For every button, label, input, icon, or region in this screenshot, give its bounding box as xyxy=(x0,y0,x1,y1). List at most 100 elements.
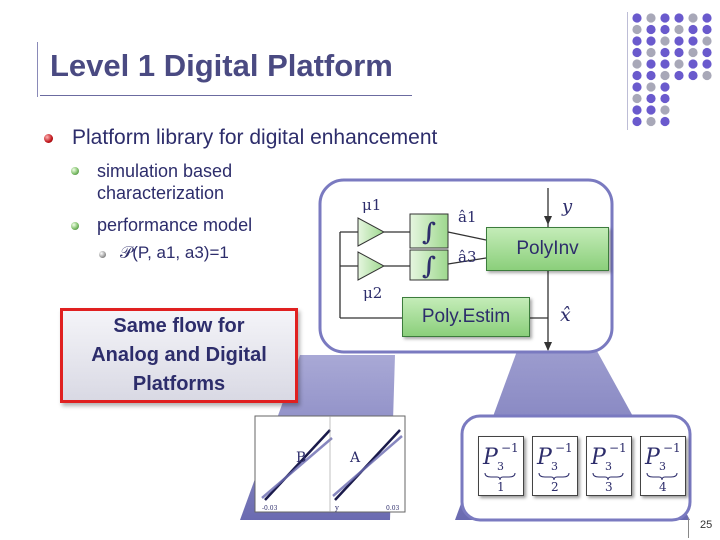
bullet-platform-library: Platform library for digital enhancement xyxy=(72,126,438,149)
callout-line-3: Platforms xyxy=(132,373,226,395)
p-inverse-block-2: P −1 3 2 xyxy=(532,436,578,496)
label-a3-hat: â3 xyxy=(458,248,477,266)
integrator-symbol-a1: ∫ xyxy=(422,217,436,246)
label-y: y xyxy=(561,196,573,217)
decorative-dot xyxy=(632,59,642,69)
integrator-a1 xyxy=(409,213,449,249)
decorative-dot xyxy=(688,70,698,81)
arrow-y-icon xyxy=(544,216,552,225)
decorative-dot xyxy=(646,47,656,58)
decorative-dot xyxy=(632,24,642,35)
decorative-dot xyxy=(674,36,684,46)
p-block-1-exponent: −1 xyxy=(501,441,519,455)
integrator-a3 xyxy=(409,249,449,281)
title-left-rule xyxy=(37,42,38,97)
decorative-dot xyxy=(632,47,642,58)
decorative-dot xyxy=(660,47,670,58)
p-inverse-block-1: P −1 3 1 xyxy=(478,436,524,496)
decorative-dot xyxy=(632,105,642,115)
decorative-dot xyxy=(632,116,642,127)
bullet-green-icon xyxy=(71,222,79,230)
decorative-dot xyxy=(646,93,656,104)
decorative-dot xyxy=(646,59,656,69)
p-block-1-subscript: 3 xyxy=(497,460,504,473)
decorative-dot-grid xyxy=(632,13,712,127)
p-block-4-index: 4 xyxy=(659,480,667,494)
p-block-3-exponent: −1 xyxy=(609,441,627,455)
arrow-x-hat-icon xyxy=(544,342,552,351)
decorative-dot xyxy=(646,82,656,92)
svg-text:P: P xyxy=(644,445,661,470)
p-block-4-exponent: −1 xyxy=(663,441,681,455)
decorative-dot xyxy=(702,59,712,69)
label-mu2: μ2 xyxy=(363,284,382,302)
bullet-model-equation: 𝒫(P, a1, a3)=1 xyxy=(120,243,229,262)
decorative-dot xyxy=(660,36,670,46)
decorative-dot xyxy=(702,36,712,46)
plot-label-a: A xyxy=(349,450,361,466)
plot-label-b: B xyxy=(296,450,306,466)
decorative-dot xyxy=(646,70,656,81)
decorative-dot xyxy=(688,47,698,58)
p-block-2-exponent: −1 xyxy=(555,441,573,455)
p-block-2-subscript: 3 xyxy=(551,460,558,473)
decorative-dot xyxy=(660,59,670,69)
decorative-dot xyxy=(674,70,684,81)
decorative-dot xyxy=(632,82,642,92)
p-block-3-index: 3 xyxy=(605,480,613,494)
bullet-red-icon xyxy=(44,134,53,143)
decorative-dot xyxy=(674,13,684,23)
page-number: 25 xyxy=(700,519,713,531)
decorative-dot xyxy=(674,59,684,69)
svg-text:P: P xyxy=(482,445,499,470)
decorative-dot xyxy=(632,13,642,23)
bullet-gray-icon xyxy=(99,251,106,258)
decorative-dot xyxy=(646,36,656,46)
decorative-vertical-rule xyxy=(627,12,628,130)
decorative-dot xyxy=(646,13,656,23)
decorative-dot xyxy=(674,47,684,58)
plot-tick-right: 0.03 xyxy=(386,505,400,512)
decorative-dot xyxy=(674,24,684,35)
decorative-dot xyxy=(646,24,656,35)
plot-axis-label: y xyxy=(334,504,339,512)
bullet-performance-model: performance model xyxy=(97,215,253,235)
decorative-dot xyxy=(688,13,698,23)
p-block-4-subscript: 3 xyxy=(659,460,666,473)
label-a1-hat: â1 xyxy=(458,208,477,226)
decorative-dot xyxy=(702,47,712,58)
decorative-dot xyxy=(660,13,670,23)
poly-estim-block: Poly.Estim xyxy=(402,297,530,337)
slide-title: Level 1 Digital Platform xyxy=(50,48,393,83)
decorative-dot xyxy=(646,116,656,127)
decorative-dot xyxy=(632,93,642,104)
integrator-symbol-a3: ∫ xyxy=(422,251,436,280)
label-mu1: μ1 xyxy=(362,196,381,214)
p-inverse-block-3: P −1 3 3 xyxy=(586,436,632,496)
decorative-dot xyxy=(660,24,670,35)
decorative-dot xyxy=(688,59,698,69)
poly-inv-block: PolyInv xyxy=(486,227,609,271)
decorative-dot xyxy=(660,105,670,115)
plot-tick-left: -0.03 xyxy=(262,505,278,512)
callout-line-1: Same flow for xyxy=(113,315,245,337)
plot-thumbnail-lines xyxy=(261,429,403,501)
bullet-green-icon xyxy=(71,167,79,175)
label-x-hat: x̂ xyxy=(560,304,571,326)
decorative-dot xyxy=(688,36,698,46)
callout-line-2: Analog and Digital xyxy=(91,344,267,366)
decorative-dot xyxy=(660,70,670,81)
page-number-rule xyxy=(688,518,689,538)
decorative-dot xyxy=(632,70,642,81)
title-underline xyxy=(40,95,412,96)
decorative-dot xyxy=(702,24,712,35)
diagram-panel xyxy=(318,178,614,354)
decorative-dot xyxy=(660,116,670,127)
decorative-dot xyxy=(660,93,670,104)
decorative-dot xyxy=(702,13,712,23)
p-block-1-index: 1 xyxy=(497,480,505,494)
decorative-dot xyxy=(702,70,712,81)
decorative-dot xyxy=(632,36,642,46)
p-block-3-subscript: 3 xyxy=(605,460,612,473)
p-inverse-block-4: P −1 3 4 xyxy=(640,436,686,496)
